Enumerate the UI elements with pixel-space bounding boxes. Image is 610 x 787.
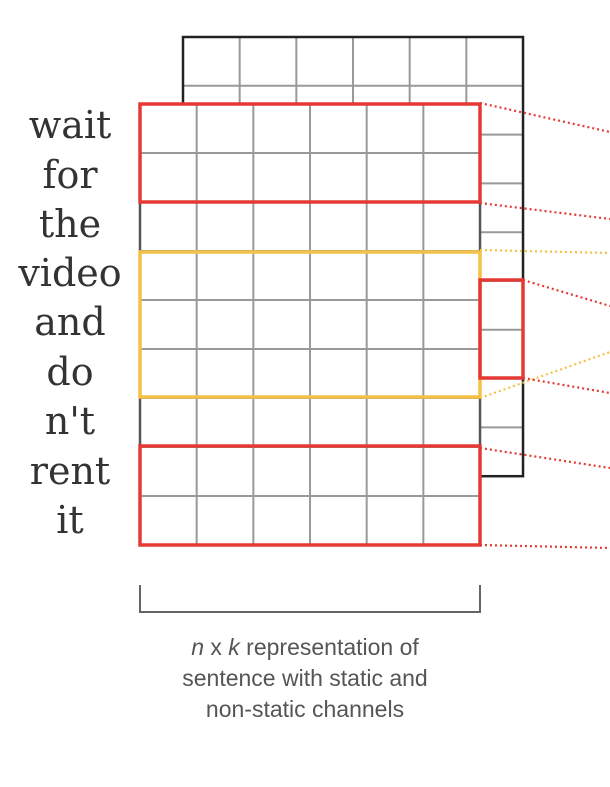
word-label: n't: [44, 399, 96, 443]
word-label: and: [34, 300, 106, 344]
word-label: the: [38, 202, 102, 246]
caption-line-2: sentence with static and: [182, 665, 428, 691]
filter-window-red-back-channel: [478, 278, 525, 380]
caption-x: x: [210, 634, 222, 660]
dotted-connector-line: [522, 376, 610, 395]
dotted-connector-line: [479, 543, 610, 550]
caption-k: k: [228, 634, 240, 660]
caption-line-1: n x k representation of: [110, 632, 500, 663]
word-label: it: [56, 498, 84, 542]
word-label: rent: [29, 449, 111, 493]
filter-window-red-top: [138, 102, 482, 204]
dotted-connectors: [479, 101, 610, 550]
diagram-caption: n x k representation of sentence with st…: [110, 632, 500, 725]
word-label: wait: [28, 103, 112, 147]
dotted-connector-line: [479, 248, 610, 255]
word-label: video: [18, 251, 122, 295]
caption-line-1-rest: representation of: [246, 634, 419, 660]
dimension-bracket: [139, 585, 481, 613]
word-label: for: [42, 153, 98, 197]
dotted-connector-line: [479, 101, 610, 134]
caption-line-3: non-static channels: [205, 696, 405, 722]
word-label: do: [46, 350, 94, 394]
dotted-connector-line: [479, 446, 610, 470]
caption-n: n: [191, 634, 204, 660]
front-channel-matrix: [138, 102, 482, 547]
dotted-connector-line: [522, 278, 610, 308]
filter-window-red-bottom: [138, 444, 482, 547]
dotted-connector-line: [479, 201, 610, 221]
